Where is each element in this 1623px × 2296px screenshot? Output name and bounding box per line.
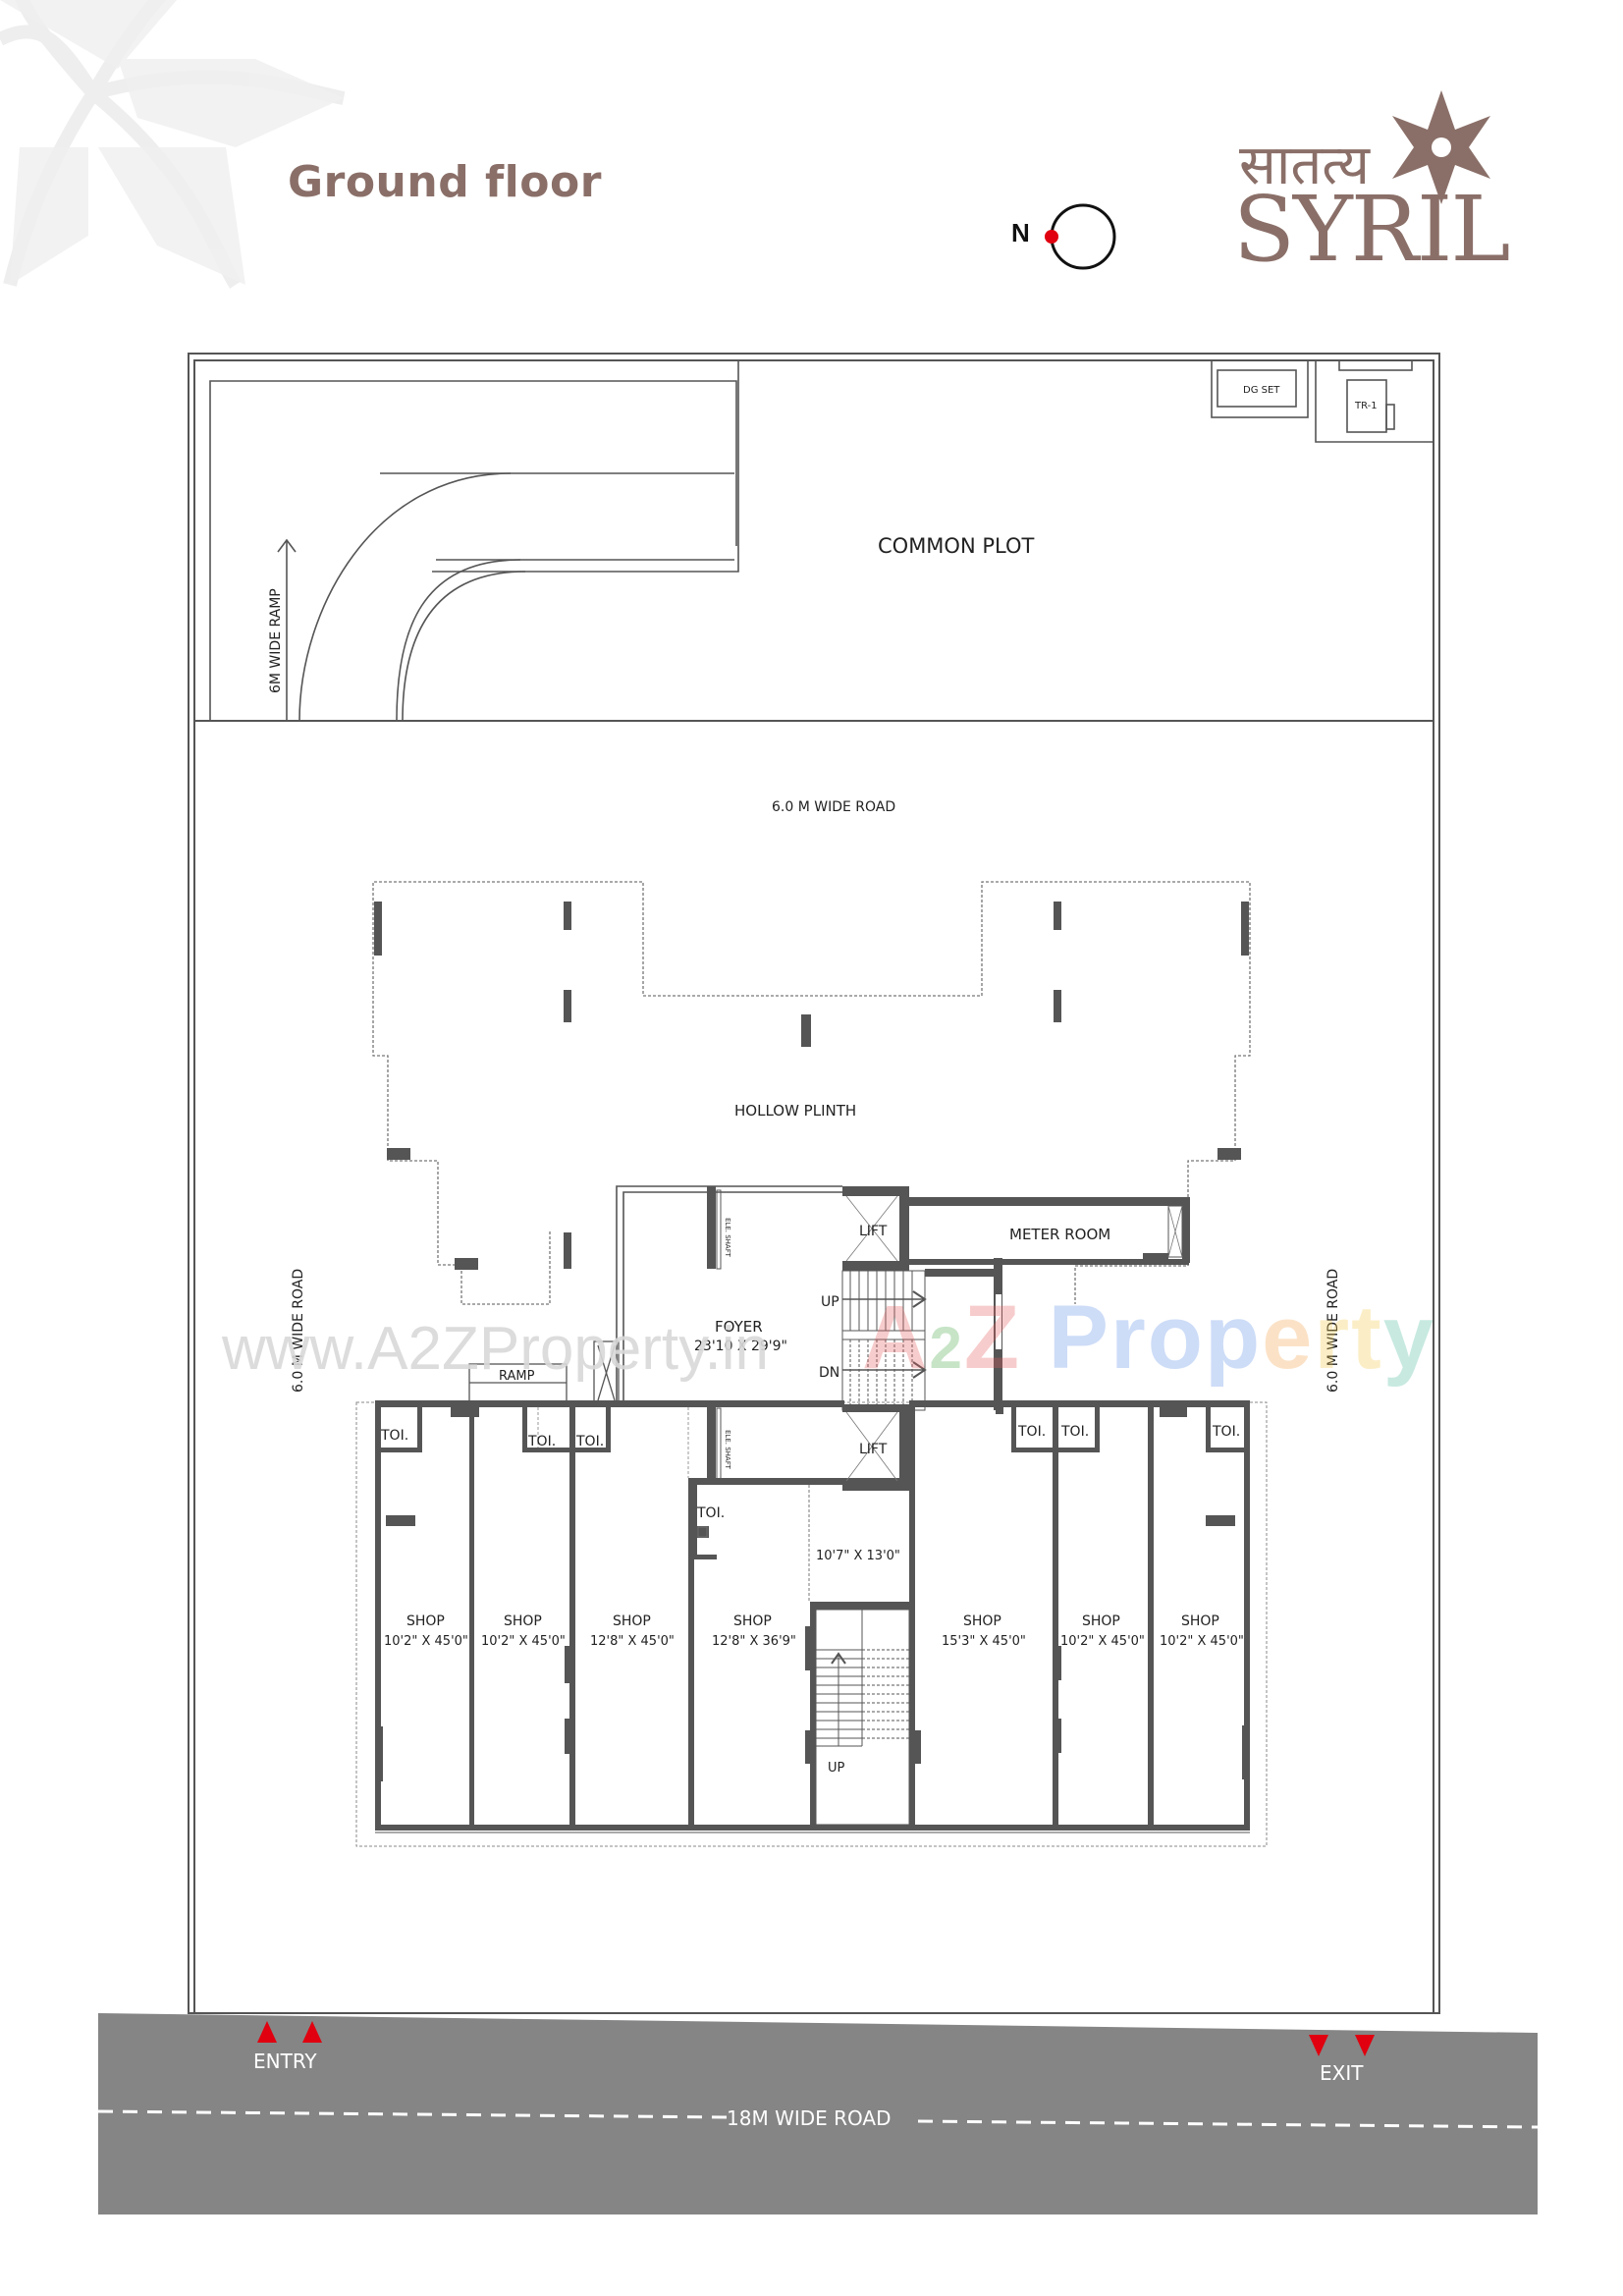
- north-label: N: [1011, 218, 1030, 247]
- ele-shaft-top-label: ELE. SHAFT: [724, 1218, 731, 1258]
- toilet-label-5: TOI.: [1060, 1424, 1089, 1440]
- road-left-label: 6.0 M WIDE ROAD: [291, 1269, 306, 1393]
- shop-1-size: 10'2" X 45'0": [384, 1634, 468, 1649]
- staircase-secondary: [815, 1609, 910, 1826]
- shop-6-label: SHOP: [1082, 1613, 1120, 1629]
- page-title: Ground floor: [288, 157, 602, 207]
- dg-set-label: DG SET: [1243, 385, 1280, 396]
- meter-room-label: METER ROOM: [1009, 1226, 1110, 1243]
- toilet-walls: [375, 1400, 1247, 1559]
- lift-top-label: LIFT: [859, 1224, 888, 1239]
- shop-3[interactable]: SHOP 12'8" X 45'0": [590, 1613, 675, 1649]
- watermark-url: www.A2ZProperty.in: [222, 1315, 770, 1383]
- transformer-label: TR-1: [1354, 401, 1378, 411]
- north-compass-icon: [1045, 203, 1116, 270]
- toilet-label-3: TOI.: [575, 1434, 604, 1449]
- shop-7-label: SHOP: [1181, 1613, 1219, 1629]
- ramp-label: 6M WIDE RAMP: [268, 588, 284, 693]
- lift-bottom-label: LIFT: [859, 1442, 888, 1457]
- stair2-up-label: UP: [828, 1761, 845, 1776]
- toilet-label-2: TOI.: [527, 1434, 556, 1449]
- site-boundary: [188, 353, 1440, 2014]
- common-plot-label: COMMON PLOT: [878, 534, 1034, 558]
- shop-2-label: SHOP: [504, 1613, 542, 1629]
- lift-top: [842, 1186, 909, 1271]
- utility-boxes: [1211, 359, 1434, 443]
- hollow-plinth-label: HOLLOW PLINTH: [734, 1102, 856, 1120]
- foyer-size: 23'10 X 29'9": [694, 1339, 787, 1354]
- ramp-area: [209, 360, 739, 722]
- brand-flower-icon: [1392, 90, 1490, 204]
- road-top-label: 6.0 M WIDE ROAD: [772, 799, 895, 815]
- shop-2-size: 10'2" X 45'0": [481, 1634, 566, 1649]
- shop-4[interactable]: SHOP 12'8" X 36'9": [712, 1613, 796, 1649]
- hollow-plinth-outline: [372, 881, 1251, 1305]
- shop-block: [355, 1400, 1268, 1847]
- lift-bottom: [842, 1404, 909, 1491]
- flower-petals-icon: [0, 0, 344, 285]
- entry-label: ENTRY: [253, 2050, 317, 2073]
- shop-1-label: SHOP: [406, 1613, 445, 1629]
- foyer-room: [616, 1185, 842, 1402]
- shop-6-size: 10'2" X 45'0": [1060, 1634, 1145, 1649]
- watermark-logo: A2Z Property: [862, 1287, 1435, 1388]
- toilet-label-6: TOI.: [1212, 1424, 1240, 1440]
- shop-5-label: SHOP: [963, 1613, 1001, 1629]
- shop-3-size: 12'8" X 45'0": [590, 1634, 675, 1649]
- main-road-label: 18M WIDE ROAD: [727, 2106, 892, 2130]
- shop-7[interactable]: SHOP 10'2" X 45'0": [1160, 1613, 1244, 1649]
- brand-logo-text: SYRIL: [1233, 177, 1510, 282]
- ele-shaft-wall-top: [707, 1186, 716, 1269]
- stair-dn-label: DN: [819, 1365, 839, 1381]
- ele-shaft-bottom-label: ELE. SHAFT: [724, 1430, 731, 1470]
- ramp-room-label: RAMP: [499, 1369, 535, 1384]
- columns: [374, 902, 1249, 1270]
- exit-arrow-icon: [1309, 2035, 1375, 2056]
- stair-up-label: UP: [821, 1294, 839, 1310]
- shop-4-size: 12'8" X 36'9": [712, 1634, 796, 1649]
- shop-5-size: 15'3" X 45'0": [942, 1634, 1026, 1649]
- staircase-main: [841, 1270, 927, 1411]
- foyer-label: FOYER: [715, 1318, 763, 1336]
- shop-7-size: 10'2" X 45'0": [1160, 1634, 1244, 1649]
- entry-arrow-icon: [257, 2021, 322, 2043]
- shop-2[interactable]: SHOP 10'2" X 45'0": [481, 1613, 566, 1649]
- shop-5[interactable]: SHOP 15'3" X 45'0": [942, 1613, 1026, 1649]
- toilet-label-4: TOI.: [1017, 1424, 1046, 1440]
- toilet-label-core: TOI.: [696, 1505, 725, 1521]
- shop-4-label: SHOP: [733, 1613, 772, 1629]
- toilet-label-1: TOI.: [380, 1428, 408, 1444]
- road-right-label: 6.0 M WIDE ROAD: [1325, 1269, 1341, 1393]
- shop-6[interactable]: SHOP 10'2" X 45'0": [1060, 1613, 1145, 1649]
- shop-1[interactable]: SHOP 10'2" X 45'0": [384, 1613, 468, 1649]
- meter-room: [909, 1197, 1190, 1265]
- exit-label: EXIT: [1320, 2061, 1364, 2085]
- lobby-size: 10'7" X 13'0": [816, 1549, 900, 1563]
- shop-3-label: SHOP: [613, 1613, 651, 1629]
- brand-hindi-text: सातत्य: [1239, 134, 1370, 197]
- main-road: [97, 2013, 1539, 2214]
